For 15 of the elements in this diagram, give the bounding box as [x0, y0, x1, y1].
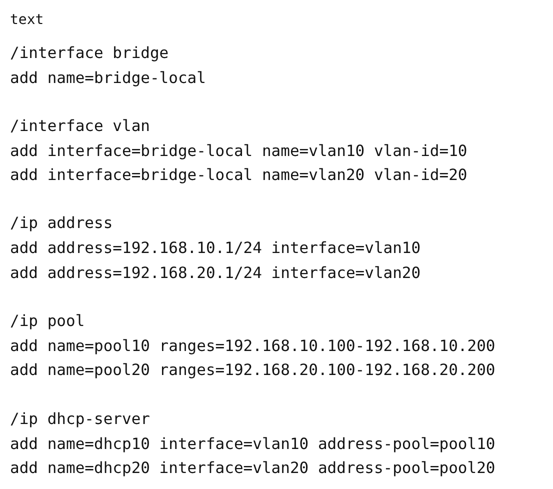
code-line: add interface=bridge-local name=vlan20 vlan-id=20 [10, 165, 468, 185]
code-line: /ip dhcp-server [10, 409, 150, 429]
code-line: /interface bridge [10, 43, 169, 63]
code-line: add name=pool10 ranges=192.168.10.100-192.168.10.200 [10, 336, 496, 356]
code-line: add address=192.168.10.1/24 interface=vlan10 [10, 238, 421, 258]
code-line: add name=bridge-local [10, 68, 206, 88]
code-line: /ip address [10, 213, 113, 233]
code-language-label: text [10, 11, 44, 30]
code-line: add name=pool20 ranges=192.168.20.100-192.168.20.200 [10, 360, 496, 380]
code-line: add name=dhcp10 interface=vlan10 address-pool=pool10 [10, 434, 496, 454]
code-line: add name=dhcp20 interface=vlan20 address-pool=pool20 [10, 458, 496, 478]
code-line: add address=192.168.20.1/24 interface=vlan20 [10, 263, 421, 283]
code-line: /interface vlan [10, 116, 150, 136]
code-line: /ip pool [10, 311, 85, 331]
code-line: add interface=bridge-local name=vlan10 vlan-id=10 [10, 141, 468, 161]
